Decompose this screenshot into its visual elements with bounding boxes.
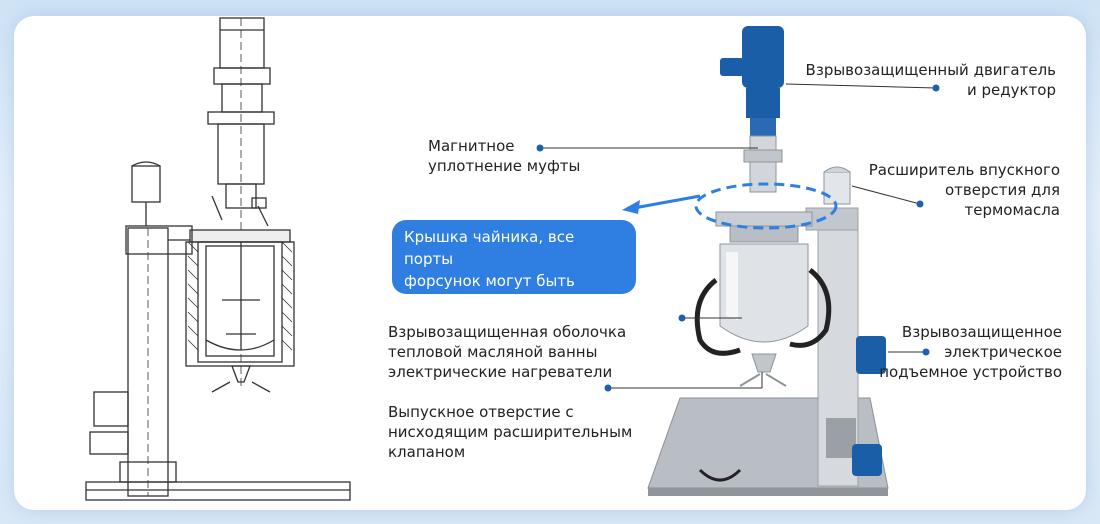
label-oil-expander: Расширитель впускного отверстия для терм… [868,161,1060,219]
label-lift-device: Взрывозащищенное электрическое подъемное… [879,323,1062,381]
label-heating-shell: Взрывозащищенная оболочка тепловой масля… [388,323,627,381]
label-magnetic-seal: Магнитное уплотнение муфты [428,137,581,175]
label-outlet: Выпускное отверстие с нисходящим расшири… [388,403,633,461]
callout-lid: Крышка чайника, все порты форсунок могут… [392,220,636,312]
label-motor: Взрывозащищенный двигатель и редуктор [805,61,1056,99]
